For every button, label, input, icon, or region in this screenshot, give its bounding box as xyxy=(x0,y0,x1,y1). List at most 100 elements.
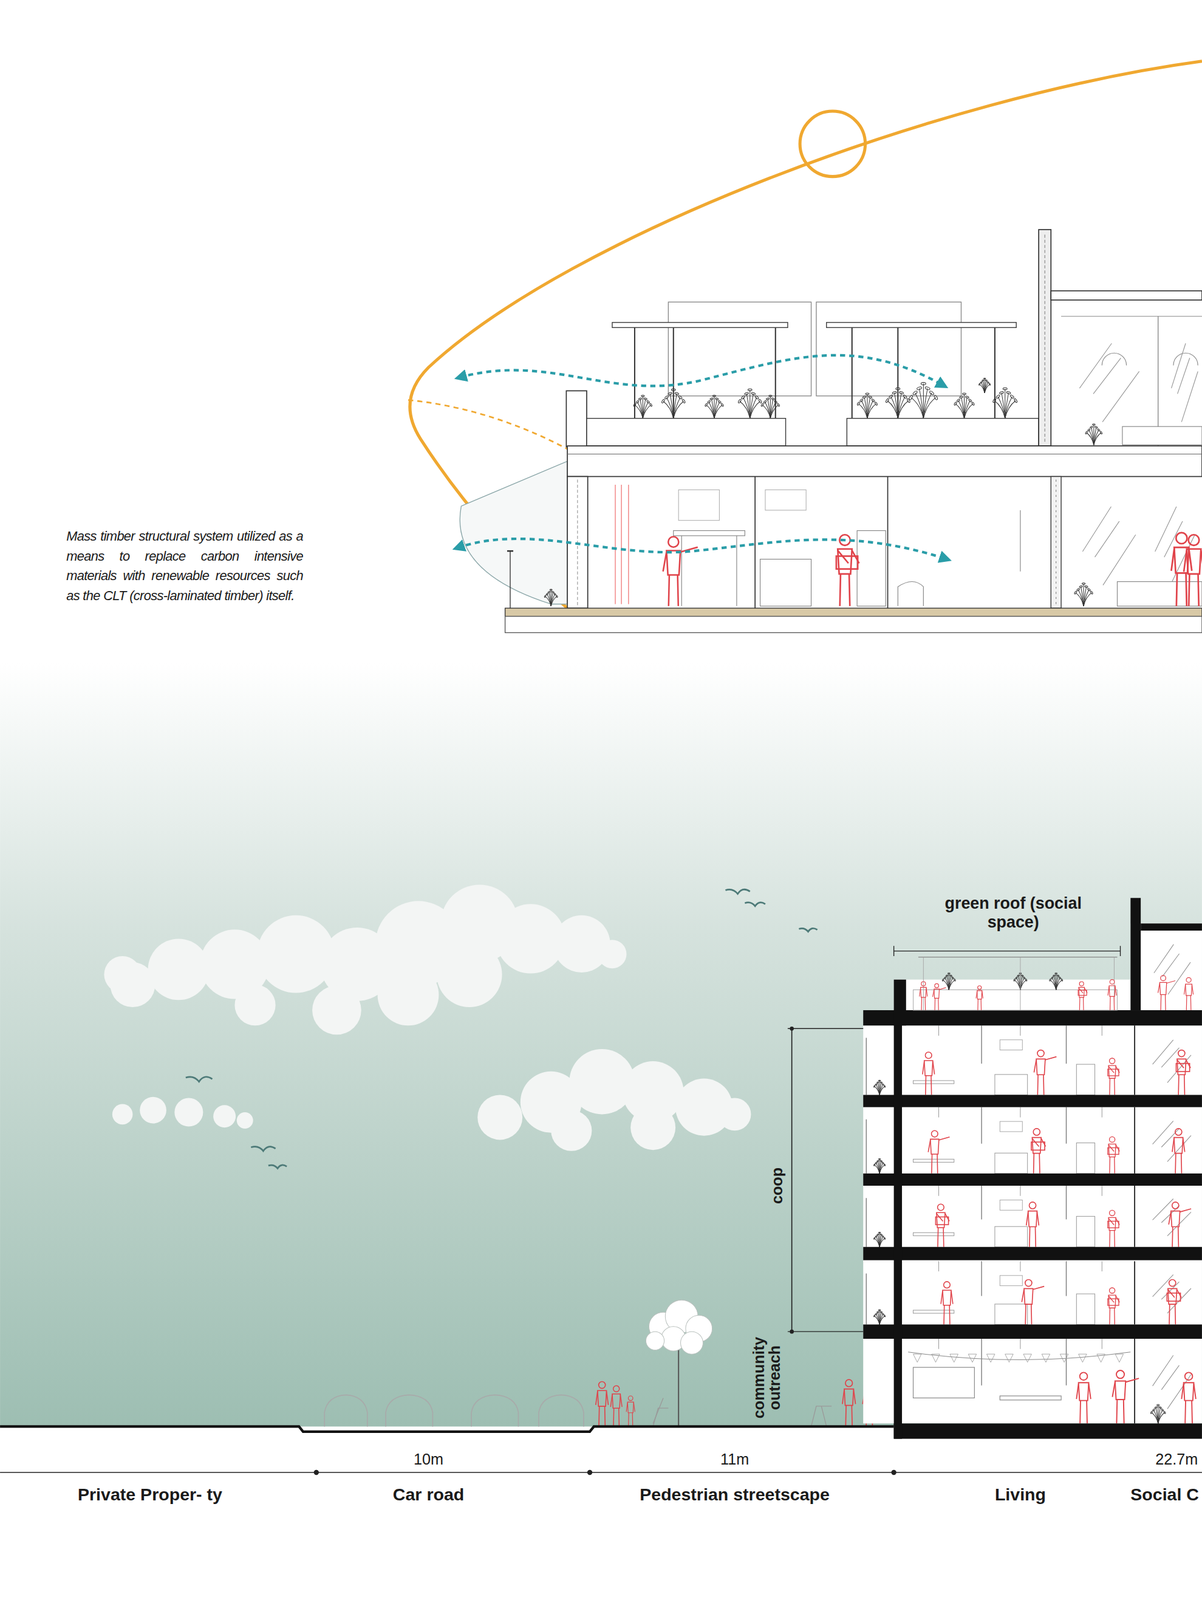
foundation xyxy=(505,616,1202,633)
svg-part xyxy=(1172,1138,1185,1152)
svg-part xyxy=(1175,1063,1190,1072)
svg-part xyxy=(916,386,922,390)
svg-part xyxy=(638,397,642,401)
svg-part xyxy=(995,394,1000,400)
svg-part xyxy=(720,403,724,407)
svg-part xyxy=(878,1079,881,1082)
window-fan xyxy=(459,460,568,604)
svg-part xyxy=(947,973,950,975)
sun-symbol xyxy=(799,111,866,177)
svg-part xyxy=(737,399,742,404)
desk-leg xyxy=(681,535,683,607)
lamp-cord xyxy=(938,1338,940,1349)
svg-part xyxy=(1169,1279,1176,1287)
svg-part xyxy=(754,395,759,400)
svg-part xyxy=(1089,425,1093,429)
svg-part xyxy=(1172,1202,1179,1209)
svg-part xyxy=(879,1164,885,1174)
svg-part xyxy=(876,1311,879,1314)
svg-part xyxy=(1109,1287,1116,1294)
svg-part xyxy=(1033,1153,1040,1174)
svg-part xyxy=(1160,994,1166,1011)
svg-part xyxy=(630,1104,676,1150)
svg-part xyxy=(1061,978,1064,981)
partition-wall xyxy=(1133,1338,1136,1424)
svg-part xyxy=(1079,585,1083,588)
svg-part xyxy=(550,596,557,607)
svg-part xyxy=(1021,1286,1045,1303)
svg-part xyxy=(1158,1406,1162,1408)
svg-part xyxy=(1109,1058,1116,1064)
svg-part xyxy=(770,405,779,419)
svg-part xyxy=(717,400,722,404)
svg-part xyxy=(921,997,926,1011)
dimension-line xyxy=(0,1471,1202,1473)
svg-part xyxy=(881,1161,885,1164)
svg-part xyxy=(912,390,918,396)
svg-part xyxy=(776,403,780,407)
lamp-post xyxy=(652,1397,664,1424)
plant-symbol xyxy=(704,394,724,418)
svg-part xyxy=(949,974,952,977)
svg-part xyxy=(1155,1407,1159,1424)
svg-part xyxy=(1168,1208,1192,1225)
svg-part xyxy=(962,392,967,395)
svg-part xyxy=(961,397,965,419)
svg-part xyxy=(988,383,991,386)
planter-box xyxy=(913,989,1118,1011)
board-symbol xyxy=(913,1367,975,1398)
pergola-post xyxy=(994,327,996,419)
svg-part xyxy=(1056,974,1060,977)
floor-slab xyxy=(863,1010,1202,1026)
svg-part xyxy=(878,1231,881,1233)
svg-part xyxy=(674,391,680,395)
table-symbol xyxy=(913,1310,955,1314)
svg-part xyxy=(878,1309,881,1311)
fridge-symbol xyxy=(1076,1215,1095,1247)
svg-part xyxy=(645,1331,664,1350)
svg-part xyxy=(671,388,676,391)
svg-part xyxy=(922,1061,935,1074)
svg-part xyxy=(610,1394,622,1407)
car-outline xyxy=(324,1394,368,1427)
svg-part xyxy=(923,397,936,418)
svg-part xyxy=(1087,428,1091,432)
dimension-tick xyxy=(787,1028,864,1029)
svg-part xyxy=(897,400,909,419)
svg-part xyxy=(931,1154,938,1174)
svg-part xyxy=(627,1401,634,1413)
glass-hatch xyxy=(1170,534,1195,585)
lamp-cord xyxy=(1101,1107,1103,1118)
person-figure xyxy=(1172,1128,1185,1174)
svg-part xyxy=(873,1237,876,1240)
svg-part xyxy=(873,1085,876,1088)
svg-part xyxy=(1160,975,1167,981)
svg-part xyxy=(942,978,945,981)
svg-part xyxy=(981,379,984,382)
person-figure xyxy=(1158,975,1176,1011)
svg-part xyxy=(174,1098,203,1127)
svg-part xyxy=(902,394,907,400)
svg-part xyxy=(1184,1400,1193,1424)
plant-symbol xyxy=(953,392,975,419)
svg-part xyxy=(1025,1279,1032,1287)
svg-part xyxy=(1076,587,1080,591)
svg-part xyxy=(885,398,890,404)
svg-part xyxy=(666,550,681,575)
svg-part xyxy=(1188,573,1199,607)
svg-part xyxy=(874,401,878,406)
svg-part xyxy=(1076,1383,1091,1399)
partition-wall xyxy=(754,476,756,608)
sky-gradient xyxy=(0,663,1202,1429)
svg-part xyxy=(597,939,627,969)
svg-part xyxy=(641,394,645,397)
svg-part xyxy=(956,398,961,403)
bunting-flag xyxy=(1059,1353,1068,1362)
svg-part xyxy=(758,399,763,404)
svg-part xyxy=(139,1096,167,1124)
plant-symbol xyxy=(873,1231,886,1247)
bunting-line xyxy=(908,1352,1131,1360)
dimension-value: 11m xyxy=(693,1449,776,1469)
svg-part xyxy=(943,976,947,980)
svg-part xyxy=(710,397,714,401)
